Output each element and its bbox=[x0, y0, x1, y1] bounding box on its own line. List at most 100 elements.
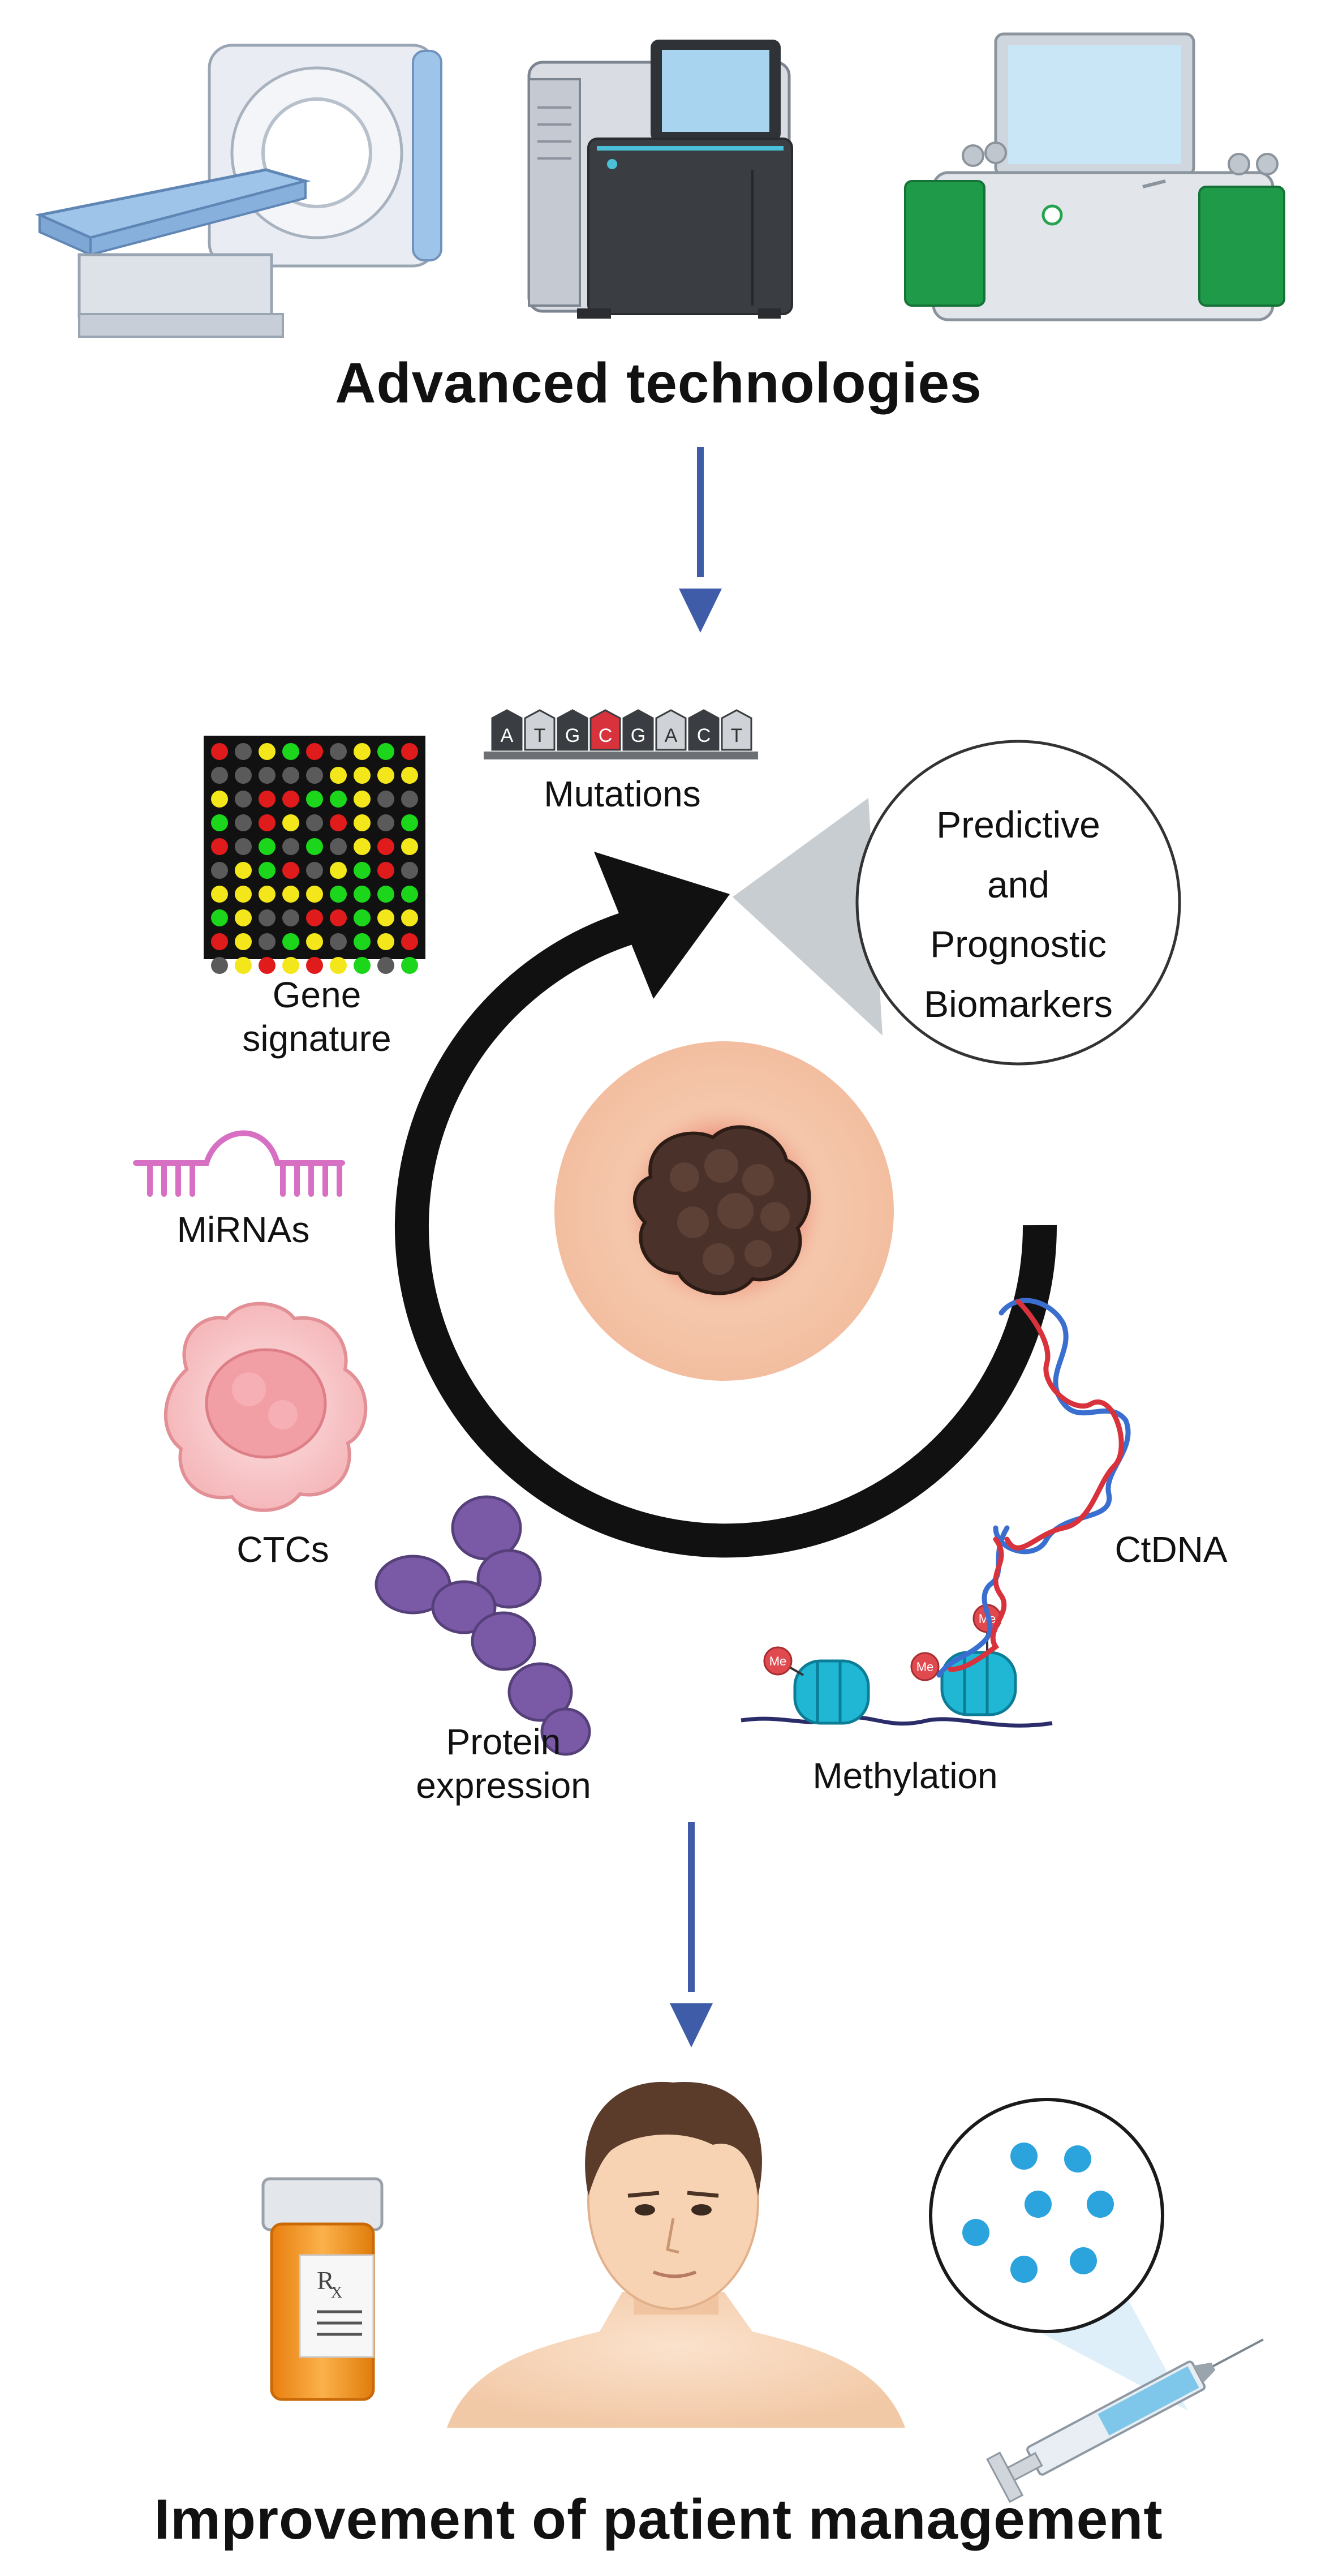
microarray-spot bbox=[259, 791, 276, 808]
microarray-spot bbox=[401, 838, 418, 855]
microarray-spot bbox=[259, 767, 276, 784]
sequence-base-7 bbox=[721, 709, 752, 751]
microarray-spot bbox=[235, 743, 252, 760]
microarray-spot bbox=[330, 933, 347, 950]
microarray-spot bbox=[259, 743, 276, 760]
protein-expression-line-2: expression bbox=[416, 1764, 591, 1806]
microarray-spot bbox=[306, 743, 323, 760]
patient-management-heading: Improvement of patient management bbox=[154, 2488, 1163, 2551]
microarray-spot bbox=[211, 933, 228, 950]
microarray-spot bbox=[401, 957, 418, 974]
mirna-icon bbox=[133, 1130, 345, 1197]
microarray-spot bbox=[235, 862, 252, 879]
microarray-spot bbox=[401, 933, 418, 950]
microarray-spot bbox=[259, 886, 276, 903]
biomarkers-circle bbox=[855, 740, 1181, 1066]
microarray-spot bbox=[401, 791, 418, 808]
microarray-spot bbox=[401, 862, 418, 879]
sequence-letter-6: C bbox=[697, 725, 711, 746]
microarray-spot bbox=[330, 791, 347, 808]
microarray-spot bbox=[377, 886, 394, 903]
microarray-spot bbox=[235, 933, 252, 950]
sequence-letter-1: T bbox=[534, 725, 546, 746]
microarray-spot bbox=[235, 767, 252, 784]
microarray-spot bbox=[401, 886, 418, 903]
microarray-spot bbox=[354, 791, 371, 808]
microarray-spot bbox=[401, 767, 418, 784]
microarray-spot bbox=[235, 886, 252, 903]
microarray-spot bbox=[354, 814, 371, 831]
microarray-spot bbox=[235, 791, 252, 808]
tumor-icon bbox=[554, 1041, 894, 1381]
sequence-letter-4: G bbox=[631, 725, 645, 746]
microarray-spot bbox=[306, 957, 323, 974]
ctcs-label: CTCs bbox=[236, 1529, 329, 1570]
microarray-spot bbox=[306, 886, 323, 903]
pill-bottle-icon: R X bbox=[261, 2177, 384, 2401]
sequence-base-6 bbox=[688, 709, 720, 751]
microarray-spot bbox=[377, 957, 394, 974]
microarray-spot bbox=[282, 886, 299, 903]
microarray-spot bbox=[354, 957, 371, 974]
microarray-spot bbox=[259, 957, 276, 974]
sequence-base-0 bbox=[491, 709, 523, 751]
microarray-spot bbox=[377, 909, 394, 926]
patient-icon bbox=[447, 2081, 905, 2428]
microarray-spot bbox=[282, 933, 299, 950]
methyl-tag-text-2: Me bbox=[916, 1660, 934, 1674]
rx-symbol: R bbox=[317, 2266, 334, 2295]
sequence-base-5 bbox=[655, 709, 687, 751]
ctdna-helix-icon bbox=[936, 1298, 1131, 1678]
microarray-spot bbox=[354, 767, 371, 784]
ct-scanner-icon bbox=[35, 44, 442, 338]
protein-expression-line-1: Protein bbox=[446, 1721, 561, 1762]
protein-expression-label: Protein expression bbox=[385, 1720, 622, 1808]
cycle-arrow bbox=[395, 912, 1057, 1558]
microarray-spot bbox=[330, 886, 347, 903]
methyl-tag-text-1: Me bbox=[769, 1654, 787, 1668]
microarray-spot bbox=[401, 814, 418, 831]
methyl-tag-1 bbox=[763, 1646, 793, 1676]
microarray-spot bbox=[211, 957, 228, 974]
sequence-letter-0: A bbox=[501, 725, 514, 746]
microarray-spot bbox=[211, 886, 228, 903]
microarray-spot bbox=[401, 909, 418, 926]
microarray-spot bbox=[377, 933, 394, 950]
sequence-base-3 bbox=[589, 709, 621, 751]
advanced-technologies-heading: Advanced technologies bbox=[335, 351, 982, 415]
callout-wedge bbox=[733, 798, 883, 1036]
down-arrow-top bbox=[679, 447, 722, 633]
microarray-spot bbox=[259, 814, 276, 831]
microarray-spot bbox=[282, 743, 299, 760]
sequence-letter-5: A bbox=[665, 725, 678, 746]
methylation-icon: Me Me Me bbox=[741, 1604, 1053, 1728]
microarray-spot bbox=[235, 814, 252, 831]
biomarkers-line-4: Biomarkers bbox=[924, 982, 1113, 1025]
sequence-base-4 bbox=[622, 709, 654, 751]
biomarkers-line-1: Predictive bbox=[936, 804, 1100, 845]
gene-signature-line-2: signature bbox=[242, 1017, 391, 1059]
down-arrow-bottom bbox=[670, 1822, 713, 2047]
microarray-spot bbox=[259, 909, 276, 926]
sequence-base-1 bbox=[524, 709, 556, 751]
microarray-spot bbox=[377, 838, 394, 855]
microarray-spot bbox=[235, 957, 252, 974]
microarray-spot bbox=[377, 814, 394, 831]
sequence-base-2 bbox=[557, 709, 588, 751]
microarray-spot bbox=[282, 838, 299, 855]
mirnas-label: MiRNAs bbox=[177, 1209, 310, 1250]
microarray-spot bbox=[330, 767, 347, 784]
analyzer-icon bbox=[904, 32, 1285, 321]
microarray-spot bbox=[354, 862, 371, 879]
gene-signature-microarray-icon bbox=[204, 736, 425, 974]
methylation-label: Methylation bbox=[812, 1755, 998, 1796]
microarray-spot bbox=[211, 791, 228, 808]
microarray-spot bbox=[354, 743, 371, 760]
microarray-spot bbox=[282, 909, 299, 926]
gene-signature-line-1: Gene bbox=[272, 974, 361, 1015]
microarray-spot bbox=[282, 814, 299, 831]
microarray-spot bbox=[282, 791, 299, 808]
sequence-letter-7: T bbox=[731, 725, 743, 746]
